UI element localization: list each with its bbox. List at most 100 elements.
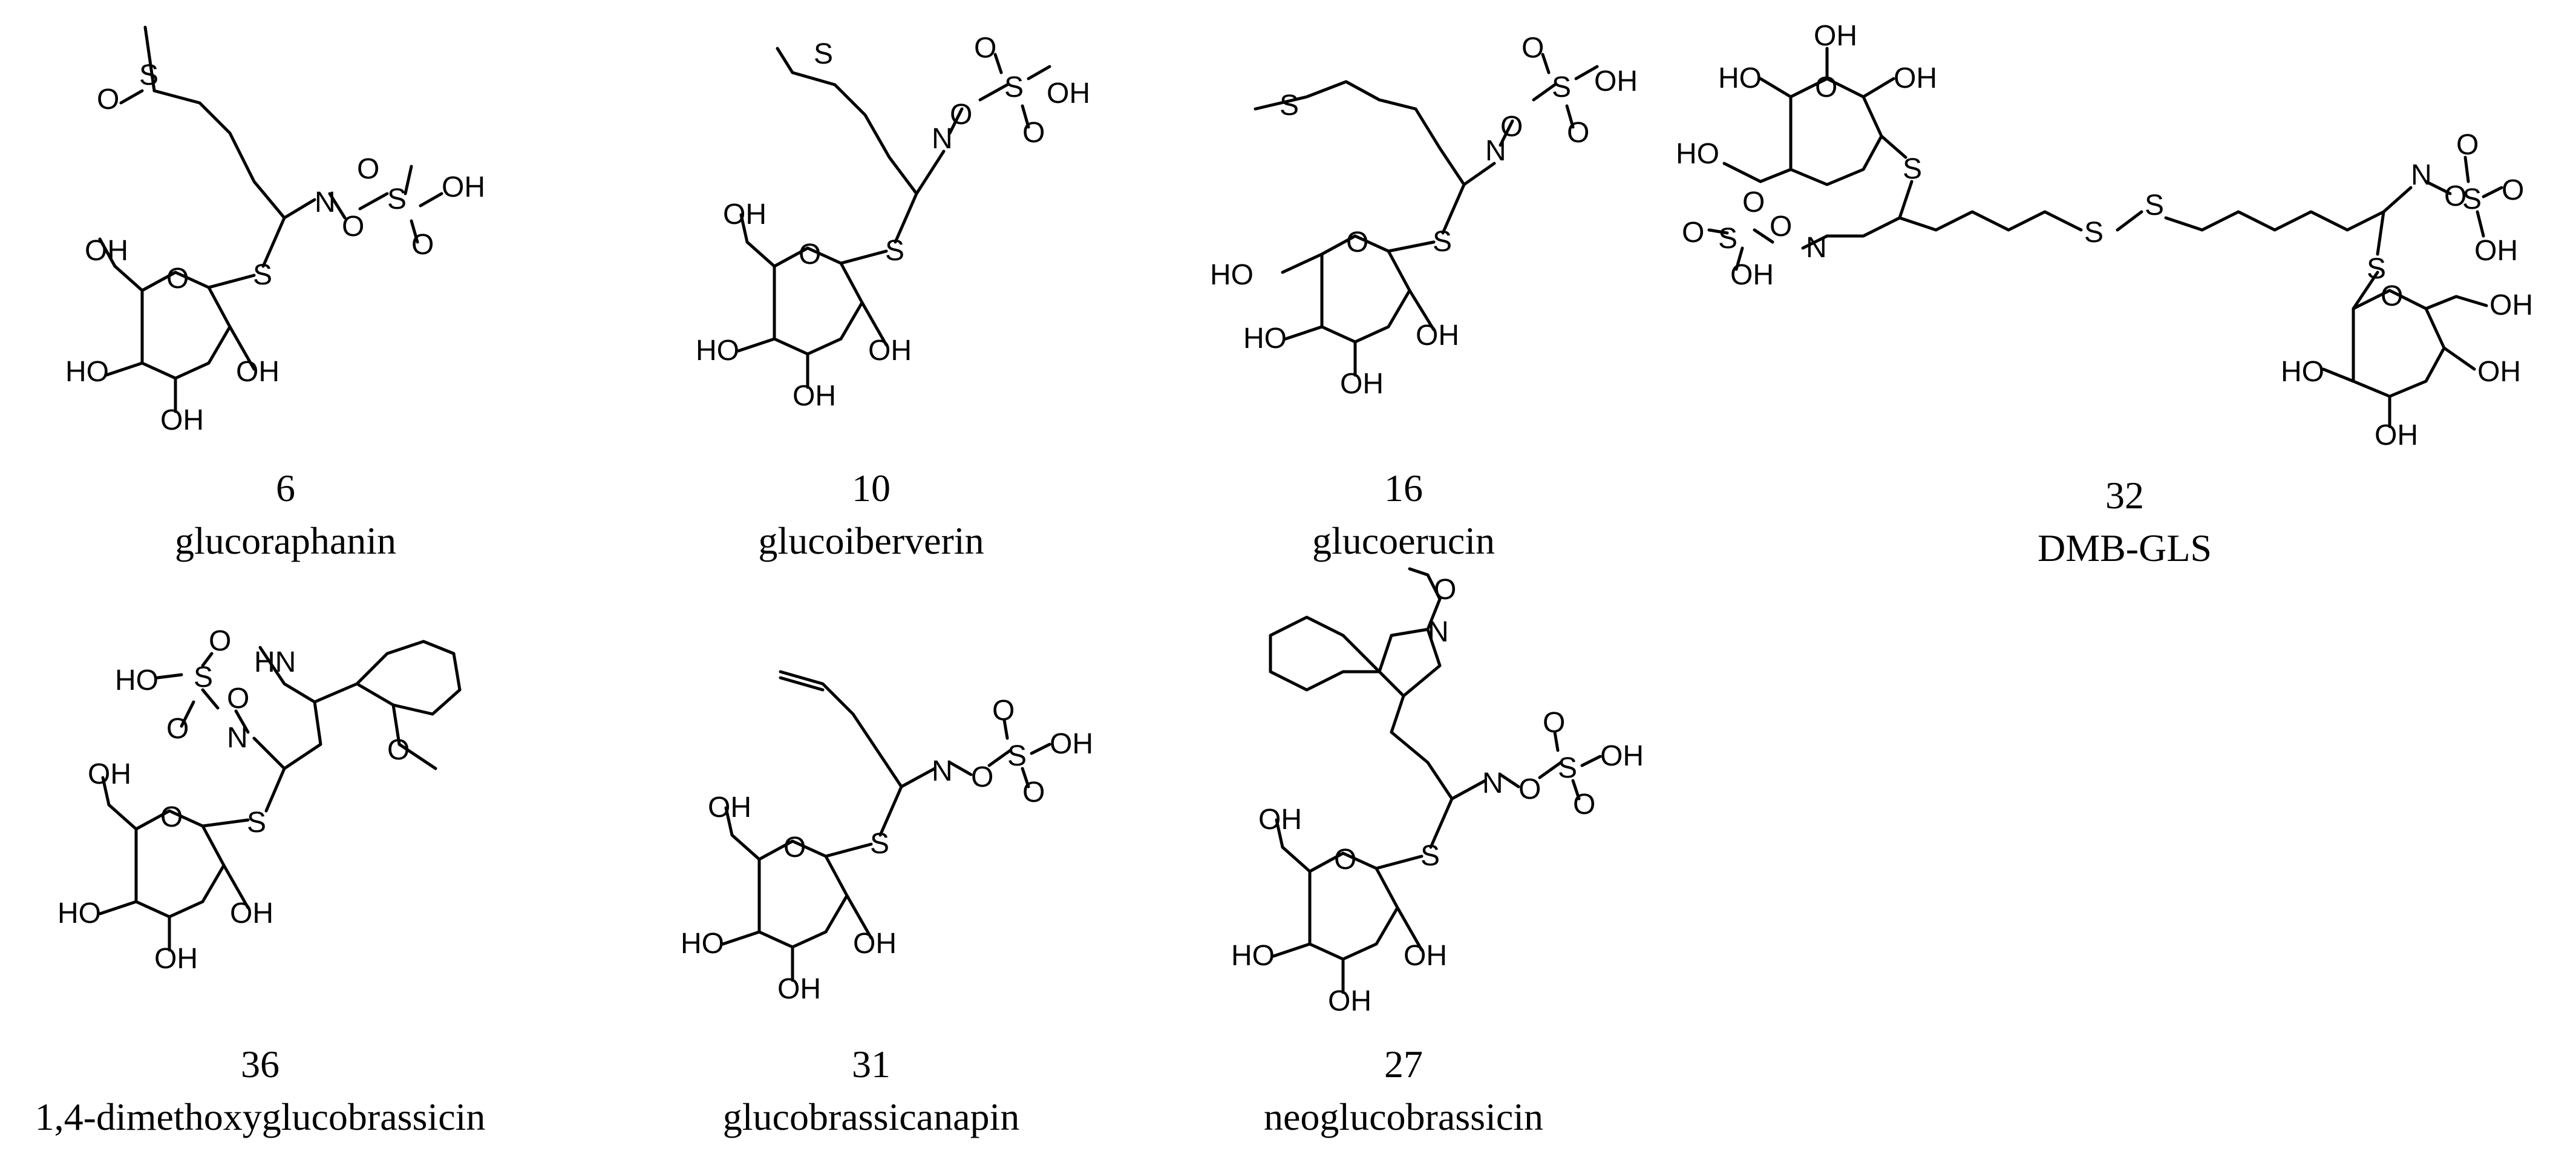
oxygen-label: O	[1567, 117, 1589, 149]
hydroxyl-label: OH	[442, 171, 485, 203]
indole-nh-label: HN	[254, 646, 296, 678]
structure-1-4-dimethoxyglucobrassicin: O OH HO OH OH S N O S HO O O HN O	[57, 625, 462, 975]
hydroxyl-label: OH	[236, 356, 280, 388]
hydroxyl-label: OH	[868, 335, 912, 367]
oxygen-label: O	[411, 229, 434, 261]
hydroxyl-label: OH	[1050, 728, 1093, 760]
hydroxyl-label: HO	[1676, 138, 1719, 170]
hydroxyl-label: OH	[1047, 77, 1090, 110]
oxime-nitrogen-label: N	[1485, 135, 1506, 167]
oxygen-label: O	[227, 683, 249, 715]
compound-name: glucoiberverin	[758, 519, 984, 562]
hydroxyl-label: OH	[1258, 804, 1302, 836]
thioether-sulfur-label: S	[870, 828, 889, 860]
sulfoxide-sulfur-label: S	[139, 59, 159, 91]
hydroxyl-label: OH	[154, 943, 198, 975]
hydroxyl-label: OH	[2375, 419, 2418, 451]
oxygen-label: O	[342, 211, 364, 243]
compound-name: DMB-GLS	[2038, 526, 2212, 569]
hydroxyl-label: OH	[2474, 235, 2518, 267]
structure-dmb-gls: O OH HO OH HO S N O S O O OH S S N O S O…	[1676, 20, 2533, 451]
structure-glucoerucin: O HO HO OH OH S N O S O O OH S	[1210, 32, 1638, 400]
thioether-sulfur-label: S	[247, 807, 266, 839]
hydroxyl-label: HO	[2281, 356, 2324, 388]
thioether-sulfur-label: S	[1903, 153, 1922, 185]
oxime-nitrogen-label: N	[932, 755, 953, 787]
structure-glucoiberverin: O OH HO OH OH S N O S O O OH S	[696, 32, 1090, 412]
compound-number: 32	[2105, 474, 2144, 517]
oxygen-label: O	[1682, 217, 1704, 249]
hydroxyl-label: OH	[85, 235, 128, 267]
sulfonyl-sulfur-label: S	[1007, 740, 1027, 772]
ring-oxygen-label: O	[799, 238, 821, 270]
compound-number: 10	[852, 467, 891, 510]
oxygen-label: O	[950, 99, 972, 131]
compound-number: 31	[852, 1043, 891, 1086]
hydroxyl-label: OH	[777, 973, 821, 1005]
hydroxyl-label: OH	[1340, 368, 1384, 400]
oxygen-label: O	[1500, 111, 1523, 143]
compound-number: 27	[1384, 1043, 1423, 1086]
oxygen-label: O	[1573, 788, 1595, 821]
compound-name: neoglucobrassicin	[1264, 1095, 1543, 1138]
hydroxyl-label: OH	[1416, 320, 1459, 352]
hydroxyl-label: HO	[65, 356, 109, 388]
hydroxyl-label: OH	[1328, 985, 1371, 1017]
hydroxyl-label: OH	[853, 928, 897, 960]
ring-oxygen-label: O	[783, 831, 806, 864]
thioether-sulfur-label: S	[885, 235, 904, 267]
compound-name: glucoerucin	[1312, 519, 1495, 562]
hydroxyl-label: HO	[115, 664, 159, 697]
oxygen-label: O	[1770, 211, 1792, 243]
hydroxyl-label: OH	[160, 404, 204, 436]
ring-oxygen-label: O	[1815, 71, 1837, 103]
thioether-sulfur-label: S	[814, 38, 833, 70]
hydroxyl-label: HO	[1231, 940, 1275, 972]
ring-oxygen-label: O	[2381, 280, 2403, 312]
hydroxyl-label: OH	[2477, 356, 2521, 388]
sulfonyl-sulfur-label: S	[1718, 223, 1737, 255]
hydroxyl-label: HO	[57, 897, 101, 929]
compound-number: 16	[1384, 467, 1423, 510]
oxime-nitrogen-label: N	[1482, 767, 1503, 799]
oxygen-label: O	[2456, 129, 2479, 161]
oxygen-label: O	[1518, 773, 1541, 805]
hydroxyl-label: OH	[88, 758, 131, 790]
structure-neoglucobrassicin: O OH HO OH OH S N O S O O OH N O	[1231, 567, 1644, 1017]
disulfide-sulfur-label: S	[2084, 217, 2104, 249]
disulfide-sulfur-label: S	[2145, 189, 2164, 221]
ring-oxygen-label: O	[166, 263, 189, 295]
sulfoxide-oxygen-label: O	[97, 84, 119, 116]
hydroxyl-label: OH	[793, 380, 836, 412]
compound-number: 6	[276, 467, 295, 510]
methoxy-oxygen-label: O	[1434, 574, 1456, 606]
hydroxyl-label: HO	[681, 928, 724, 960]
hydroxyl-label: OH	[1594, 65, 1638, 97]
oxime-nitrogen-label: N	[315, 186, 336, 218]
thioether-sulfur-label: S	[253, 259, 272, 291]
hydroxyl-label: OH	[1730, 259, 1774, 291]
oxygen-label: O	[209, 625, 231, 657]
compound-name: 1,4-dimethoxyglucobrassicin	[35, 1095, 486, 1138]
thioether-sulfur-label: S	[1280, 90, 1299, 122]
hydroxyl-label: OH	[723, 198, 767, 231]
oxygen-label: O	[971, 761, 993, 793]
hydroxyl-label: OH	[2489, 289, 2533, 321]
oxygen-label: O	[1543, 707, 1565, 739]
hydroxyl-label: OH	[1404, 940, 1447, 972]
thioether-sulfur-label: S	[1433, 226, 1452, 258]
oxygen-label: O	[357, 153, 379, 185]
thioether-sulfur-label: S	[1420, 840, 1440, 872]
sulfonyl-sulfur-label: S	[387, 183, 407, 215]
compound-number: 36	[241, 1043, 280, 1086]
structure-glucobrassicanapin: O OH HO OH OH S N O S O O OH	[681, 670, 1093, 1005]
ring-oxygen-label: O	[160, 801, 183, 833]
oxygen-label: O	[1742, 186, 1765, 218]
oxygen-label: O	[992, 695, 1015, 727]
oxygen-label: O	[2502, 174, 2524, 206]
oxygen-label: O	[1022, 776, 1045, 808]
oxygen-label: O	[1522, 32, 1544, 64]
compound-name: glucobrassicanapin	[723, 1095, 1020, 1138]
